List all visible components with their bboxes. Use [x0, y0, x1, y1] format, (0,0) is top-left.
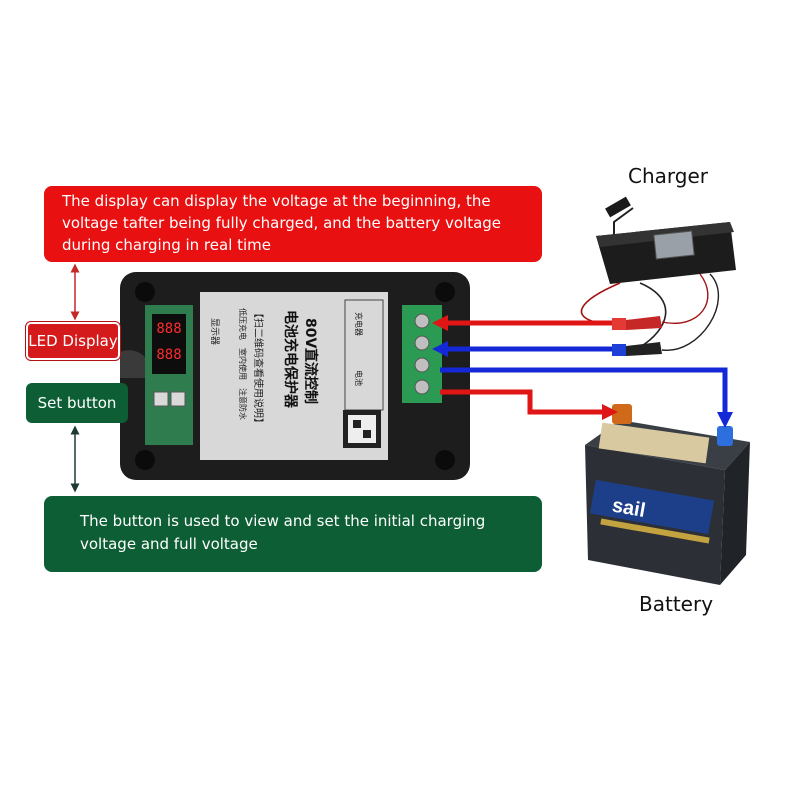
module-title-line1: 直流控制	[302, 348, 319, 404]
set-button-right	[170, 391, 186, 407]
set-button-label: Set button	[26, 383, 128, 423]
charger-device	[580, 196, 736, 356]
svg-text:888: 888	[156, 321, 181, 337]
module-scan-note: 【扫二维码查看使用说明】	[252, 308, 265, 428]
battery-device	[585, 404, 750, 585]
button-description-callout: The button is used to view and set the i…	[44, 496, 542, 572]
module-charger-term: 充电器	[354, 312, 364, 336]
svg-text:888: 888	[156, 347, 181, 363]
battery-positive-arrow	[440, 389, 619, 421]
battery-negative-arrow	[440, 367, 734, 429]
battery-label: Battery	[639, 592, 714, 616]
module-display-tag: 显示器	[209, 318, 220, 345]
module-tag-1: 低压充电	[238, 308, 248, 340]
module-title-line2: 电池充电保护器	[282, 310, 299, 409]
display-description-callout: The display can display the voltage at t…	[44, 186, 542, 262]
module-tag-2: 室内使用	[238, 348, 248, 380]
module-tag-3: 注意防水	[238, 388, 248, 420]
module-battery-term: 电池	[354, 370, 364, 386]
led-display-label: LED Display	[25, 321, 121, 361]
protector-module: 888 888	[120, 272, 470, 480]
charger-label: Charger	[628, 164, 708, 188]
module-voltage-text: 80V	[302, 318, 318, 348]
set-button-left	[153, 391, 169, 407]
